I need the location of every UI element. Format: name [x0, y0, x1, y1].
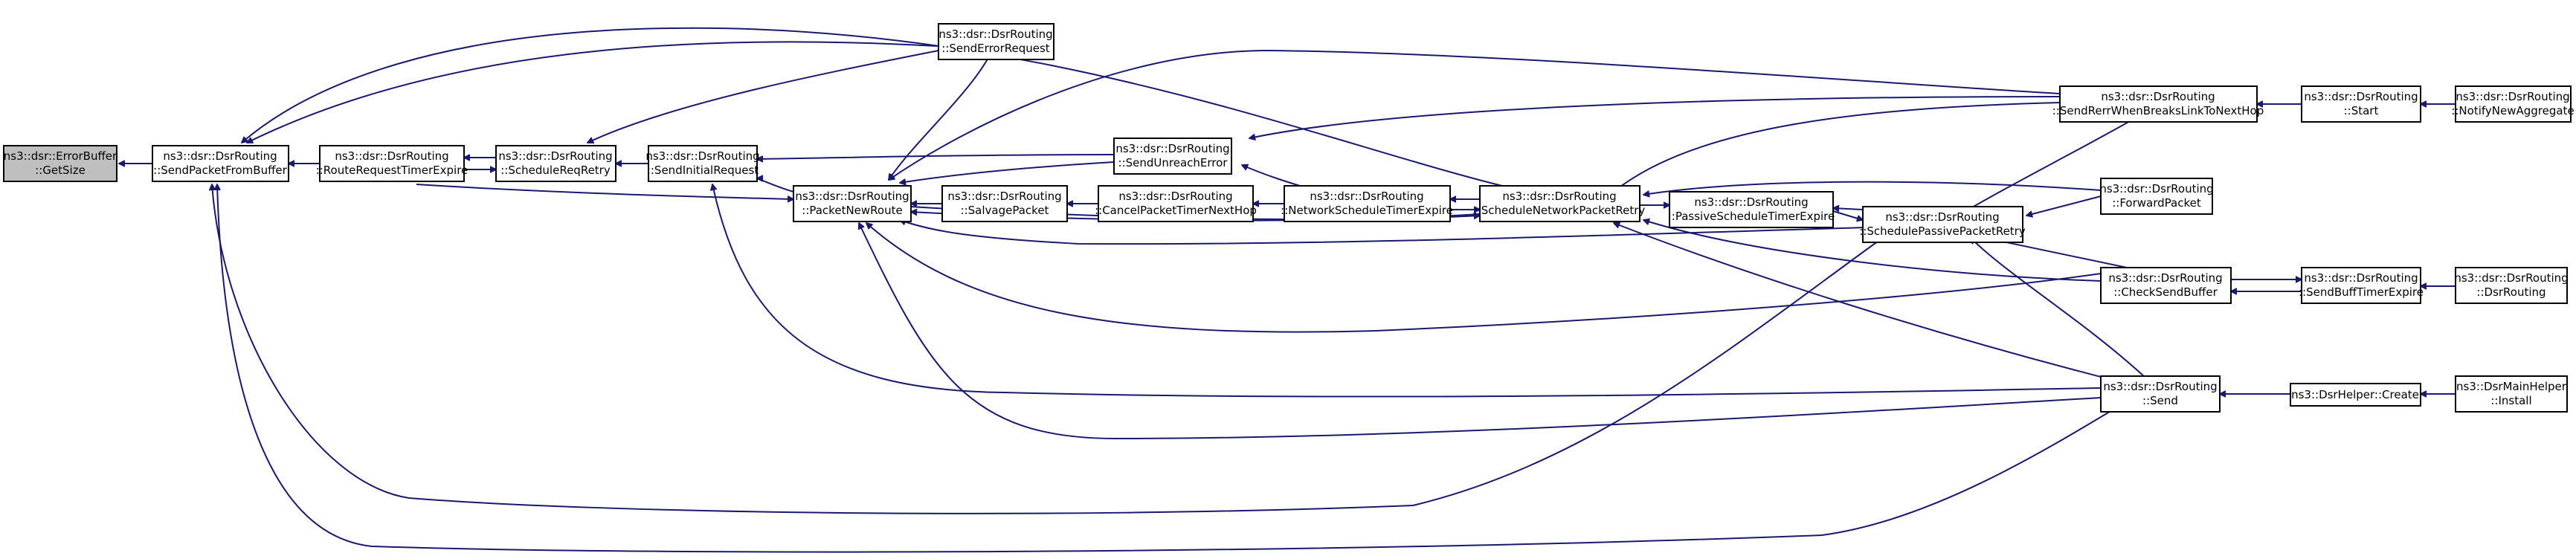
node-schedulereqretry-line2: ::ScheduleReqRetry: [500, 164, 611, 177]
node-checksendbuffer-line2: ::CheckSendBuffer: [2113, 285, 2218, 299]
nodes: ns3::dsr::ErrorBuffer ::GetSize ns3::dsr…: [3, 23, 2575, 413]
node-checksendbuffer-line1: ns3::dsr::DsrRouting: [2108, 271, 2222, 285]
node-salvagepacket-line1: ns3::dsr::DsrRouting: [947, 190, 1061, 203]
node-salvagepacket-line2: ::SalvagePacket: [961, 204, 1049, 217]
node-notifynewaggregate-line1: ns3::dsr::DsrRouting: [2456, 90, 2569, 103]
node-senderrorrequest-line1: ns3::dsr::DsrRouting: [938, 28, 1052, 41]
node-sendunreacherror-line2: ::SendUnreachError: [1118, 156, 1229, 169]
edge-packetnewroute-to-sendinitialrequest: [757, 178, 794, 193]
edge-forwardpacket-to-schedulepassivepacketretry: [2026, 195, 2102, 216]
node-dsrrouting-line1: ns3::dsr::DsrRouting: [2454, 271, 2568, 285]
node-dsrrouting[interactable]: ns3::dsr::DsrRouting ::DsrRouting: [2454, 267, 2569, 304]
edge-sendrerrwhenbreaks-to-packetnewroute: [889, 49, 2061, 180]
node-schedulepassivepacketretry[interactable]: ns3::dsr::DsrRouting ::SchedulePassivePa…: [1859, 206, 2026, 243]
edge-schedulenetworkpacketretry-to-sendpacketfrombuffer: [242, 27, 1522, 191]
node-sendpacketfrombuffer[interactable]: ns3::dsr::DsrRouting ::SendPacketFromBuf…: [152, 145, 289, 182]
edge-passivescheduletimerexpire-to-schedulepassivepacketretry: [1832, 210, 1863, 220]
node-dsrrouting-line2: ::DsrRouting: [2476, 285, 2546, 299]
node-cancelpackettimernexthop[interactable]: ns3::dsr::DsrRouting ::CancelPacketTimer…: [1095, 185, 1257, 222]
node-salvagepacket[interactable]: ns3::dsr::DsrRouting ::SalvagePacket: [941, 185, 1068, 222]
node-packetnewroute-line1: ns3::dsr::DsrRouting: [795, 190, 909, 203]
node-passivescheduletimerexpire[interactable]: ns3::dsr::DsrRouting ::PassiveScheduleTi…: [1668, 191, 1835, 228]
node-start[interactable]: ns3::dsr::DsrRouting ::Start: [2301, 85, 2421, 123]
node-schedulereqretry[interactable]: ns3::dsr::DsrRouting ::ScheduleReqRetry: [495, 145, 616, 182]
node-sendrerrwhenbreaks-line1: ns3::dsr::DsrRouting: [2101, 90, 2215, 103]
edge-checksendbuffer-to-packetnewroute: [866, 223, 2102, 333]
node-dsrmainhelperinstall[interactable]: ns3::DsrMainHelper ::Install: [2455, 375, 2568, 413]
node-schedulereqretry-line1: ns3::dsr::DsrRouting: [498, 149, 612, 163]
edge-senderrorrequest-to-packetnewroute: [889, 56, 990, 180]
node-sendinitialrequest-line1: ns3::dsr::DsrRouting: [645, 149, 759, 163]
node-send-line1: ns3::dsr::DsrRouting: [2103, 380, 2217, 393]
node-dsrmainhelperinstall-line2: ::Install: [2490, 394, 2531, 407]
edge-sendunreacherror-to-packetnewroute: [900, 161, 1115, 183]
node-networkscheduletimerexpire-line1: ns3::dsr::DsrRouting: [1310, 190, 1423, 203]
node-sendunreacherror-line1: ns3::dsr::DsrRouting: [1115, 142, 1229, 155]
node-sendinitialrequest-line2: ::SendInitialRequest: [647, 164, 759, 177]
edge-forwardpacket-to-schedulenetworkpacketretry: [1643, 181, 2102, 195]
node-networkscheduletimerexpire[interactable]: ns3::dsr::DsrRouting ::NetworkScheduleTi…: [1281, 185, 1453, 222]
edge-sendrerrwhenbreaks-to-schedulepassivepacketretry: [1963, 114, 2142, 213]
edge-sendunreacherror-to-sendinitialrequest: [757, 154, 1115, 159]
node-sendbufftimerexpire-line2: ::SendBuffTimerExpire: [2299, 285, 2424, 299]
node-schedulenetworkpacketretry-line2: ::ScheduleNetworkPacketRetry: [1474, 204, 1646, 217]
node-sendinitialrequest[interactable]: ns3::dsr::DsrRouting ::SendInitialReques…: [645, 145, 760, 182]
node-forwardpacket[interactable]: ns3::dsr::DsrRouting ::ForwardPacket: [2099, 178, 2214, 215]
edge-routerequesttimerexpire-to-packetnewroute: [416, 184, 793, 199]
edge-send-to-schedulenetworkpacketretry: [1614, 223, 2128, 384]
node-senderrorrequest-line2: ::SendErrorRequest: [941, 42, 1049, 55]
node-sendrerrwhenbreaks-line2: ::SendRerrWhenBreaksLinkToNextHop: [2052, 104, 2264, 117]
node-dsrhelpercreate[interactable]: ns3::DsrHelper::Create: [2290, 383, 2421, 407]
edge-senderrorrequest-to-schedulereqretry: [587, 50, 939, 143]
node-forwardpacket-line1: ns3::dsr::DsrRouting: [2099, 182, 2213, 195]
node-networkscheduletimerexpire-line2: ::NetworkScheduleTimerExpire: [1281, 204, 1453, 217]
node-sendbufftimerexpire-line1: ns3::dsr::DsrRouting: [2304, 271, 2418, 285]
node-start-line2: ::Start: [2344, 104, 2379, 117]
node-sendunreacherror[interactable]: ns3::dsr::DsrRouting ::SendUnreachError: [1113, 138, 1232, 175]
node-schedulenetworkpacketretry-line1: ns3::dsr::DsrRouting: [1502, 190, 1616, 203]
node-routerequesttimerexpire-line2: ::RouteRequestTimerExpire: [316, 164, 468, 177]
edge-senderrorrequest-to-sendpacketfrombuffer: [247, 41, 938, 143]
node-packetnewroute-line2: ::PacketNewRoute: [802, 204, 902, 217]
node-sendrerrwhenbreaks[interactable]: ns3::dsr::DsrRouting ::SendRerrWhenBreak…: [2052, 85, 2264, 123]
node-routerequesttimerexpire[interactable]: ns3::dsr::DsrRouting ::RouteRequestTimer…: [316, 145, 468, 182]
node-getsize-line2: ::GetSize: [35, 164, 86, 177]
node-getsize[interactable]: ns3::dsr::ErrorBuffer ::GetSize: [3, 145, 117, 182]
node-forwardpacket-line2: ::ForwardPacket: [2112, 196, 2201, 210]
node-passivescheduletimerexpire-line1: ns3::dsr::DsrRouting: [1694, 195, 1808, 209]
node-send-line2: ::Send: [2142, 394, 2178, 407]
node-cancelpackettimernexthop-line2: ::CancelPacketTimerNextHop: [1095, 204, 1257, 217]
node-notifynewaggregate[interactable]: ns3::dsr::DsrRouting ::NotifyNewAggregat…: [2451, 85, 2575, 123]
node-schedulenetworkpacketretry[interactable]: ns3::dsr::DsrRouting ::ScheduleNetworkPa…: [1474, 185, 1646, 222]
edge-sendrerrwhenbreaks-to-sendunreacherror: [1249, 96, 2061, 138]
node-send[interactable]: ns3::dsr::DsrRouting ::Send: [2100, 375, 2221, 413]
edge-send-to-sendpacketfrombuffer: [217, 184, 2128, 553]
node-passivescheduletimerexpire-line2: ::PassiveScheduleTimerExpire: [1668, 210, 1835, 223]
node-checksendbuffer[interactable]: ns3::dsr::DsrRouting ::CheckSendBuffer: [2100, 267, 2232, 304]
node-schedulepassivepacketretry-line1: ns3::dsr::DsrRouting: [1885, 210, 1999, 224]
node-sendbufftimerexpire[interactable]: ns3::dsr::DsrRouting ::SendBuffTimerExpi…: [2299, 267, 2424, 304]
edge-checksendbuffer-to-schedulenetworkpacketretry: [1643, 220, 2102, 282]
node-notifynewaggregate-line2: ::NotifyNewAggregate: [2451, 104, 2574, 117]
edge-send-to-packetnewroute: [859, 223, 2102, 440]
node-start-line1: ns3::dsr::DsrRouting: [2304, 90, 2418, 103]
edge-sendrerrwhenbreaks-to-schedulenetworkpacketretry: [1614, 102, 2061, 192]
edge-schedulepassivepacketretry-to-sendpacketfrombuffer: [212, 184, 1890, 514]
edge-schedulepassivepacketretry-to-passivescheduletimerexpire: [1833, 208, 1864, 210]
node-dsrhelpercreate-line1: ns3::DsrHelper::Create: [2291, 388, 2419, 401]
node-schedulepassivepacketretry-line2: ::SchedulePassivePacketRetry: [1859, 224, 2026, 238]
node-sendpacketfrombuffer-line1: ns3::dsr::DsrRouting: [163, 149, 277, 163]
node-packetnewroute[interactable]: ns3::dsr::DsrRouting ::PacketNewRoute: [793, 185, 912, 222]
node-dsrmainhelperinstall-line1: ns3::DsrMainHelper: [2456, 380, 2567, 393]
node-cancelpackettimernexthop-line1: ns3::dsr::DsrRouting: [1118, 190, 1232, 203]
node-getsize-line1: ns3::dsr::ErrorBuffer: [4, 149, 117, 163]
edge-send-to-sendinitialrequest: [712, 184, 2102, 398]
node-routerequesttimerexpire-line1: ns3::dsr::DsrRouting: [335, 149, 448, 163]
node-sendpacketfrombuffer-line2: ::SendPacketFromBuffer: [153, 164, 287, 177]
edge-send-to-schedulepassivepacketretry: [1971, 238, 2146, 378]
node-senderrorrequest[interactable]: ns3::dsr::DsrRouting ::SendErrorRequest: [938, 23, 1054, 60]
